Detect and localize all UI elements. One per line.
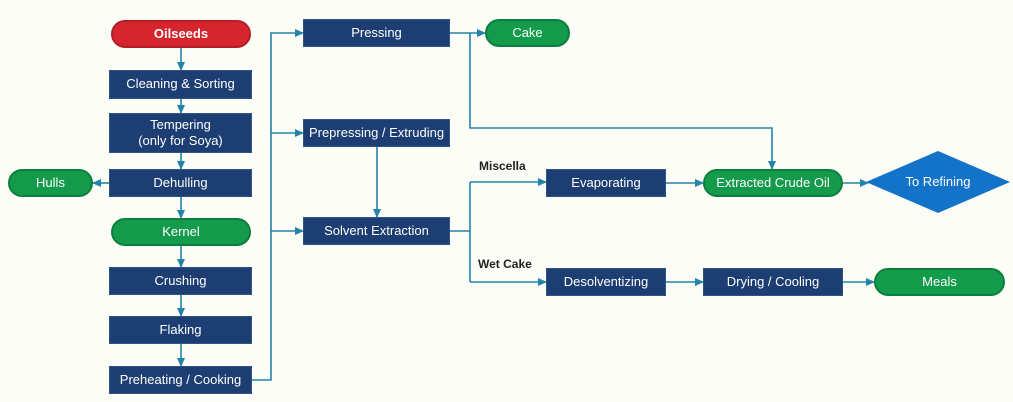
- node-solvent-extraction-label: Solvent Extraction: [324, 222, 429, 238]
- node-kernel-label: Kernel: [162, 223, 200, 239]
- node-flaking-label: Flaking: [159, 321, 202, 337]
- node-hulls: Hulls: [8, 169, 93, 197]
- node-cleaning-sorting-label: Cleaning & Sorting: [126, 76, 235, 92]
- node-prepressing-extruding-label: Prepressing / Extruding: [308, 124, 445, 140]
- node-hulls-label: Hulls: [36, 174, 65, 190]
- node-cake: Cake: [485, 19, 570, 47]
- node-kernel: Kernel: [111, 218, 251, 246]
- node-evaporating: Evaporating: [546, 169, 666, 197]
- node-pressing: Pressing: [303, 19, 450, 47]
- node-meals: Meals: [874, 268, 1005, 296]
- node-desolventizing: Desolventizing: [546, 268, 666, 296]
- node-tempering-sublabel: (only for Soya): [138, 133, 223, 148]
- node-drying-cooling-label: Drying / Cooling: [726, 273, 820, 289]
- node-dehulling-label: Dehulling: [153, 174, 208, 190]
- node-pressing-label: Pressing: [351, 24, 402, 40]
- edge-preheating-to-pressing: [252, 29, 304, 381]
- node-extracted-crude-oil: Extracted Crude Oil: [703, 169, 843, 197]
- node-to-refining-label: To Refining: [905, 173, 971, 189]
- node-cake-label: Cake: [512, 24, 543, 40]
- node-solvent-extraction: Solvent Extraction: [303, 217, 450, 245]
- edge-pressing-to-extracted-crude-oil: [469, 33, 776, 170]
- node-cleaning-sorting: Cleaning & Sorting: [109, 70, 252, 99]
- node-desolventizing-label: Desolventizing: [563, 273, 649, 289]
- node-drying-cooling: Drying / Cooling: [703, 268, 843, 296]
- node-prepressing-extruding: Prepressing / Extruding: [303, 119, 450, 147]
- node-oilseeds: Oilseeds: [111, 20, 251, 48]
- node-flaking: Flaking: [109, 316, 252, 344]
- edge-label-wet-cake: Wet Cake: [478, 257, 532, 271]
- edge-label-miscella: Miscella: [479, 159, 526, 173]
- node-meals-label: Meals: [922, 273, 957, 289]
- node-extracted-crude-oil-label: Extracted Crude Oil: [716, 174, 830, 190]
- node-crushing: Crushing: [109, 267, 252, 295]
- node-tempering: Tempering (only for Soya): [109, 113, 252, 153]
- node-dehulling: Dehulling: [109, 169, 252, 197]
- node-crushing-label: Crushing: [154, 272, 207, 288]
- node-preheating-cooking-label: Preheating / Cooking: [119, 371, 242, 387]
- node-preheating-cooking: Preheating / Cooking: [109, 366, 252, 394]
- node-tempering-label: Tempering: [150, 116, 211, 132]
- node-oilseeds-label: Oilseeds: [153, 25, 209, 41]
- node-evaporating-label: Evaporating: [571, 174, 641, 190]
